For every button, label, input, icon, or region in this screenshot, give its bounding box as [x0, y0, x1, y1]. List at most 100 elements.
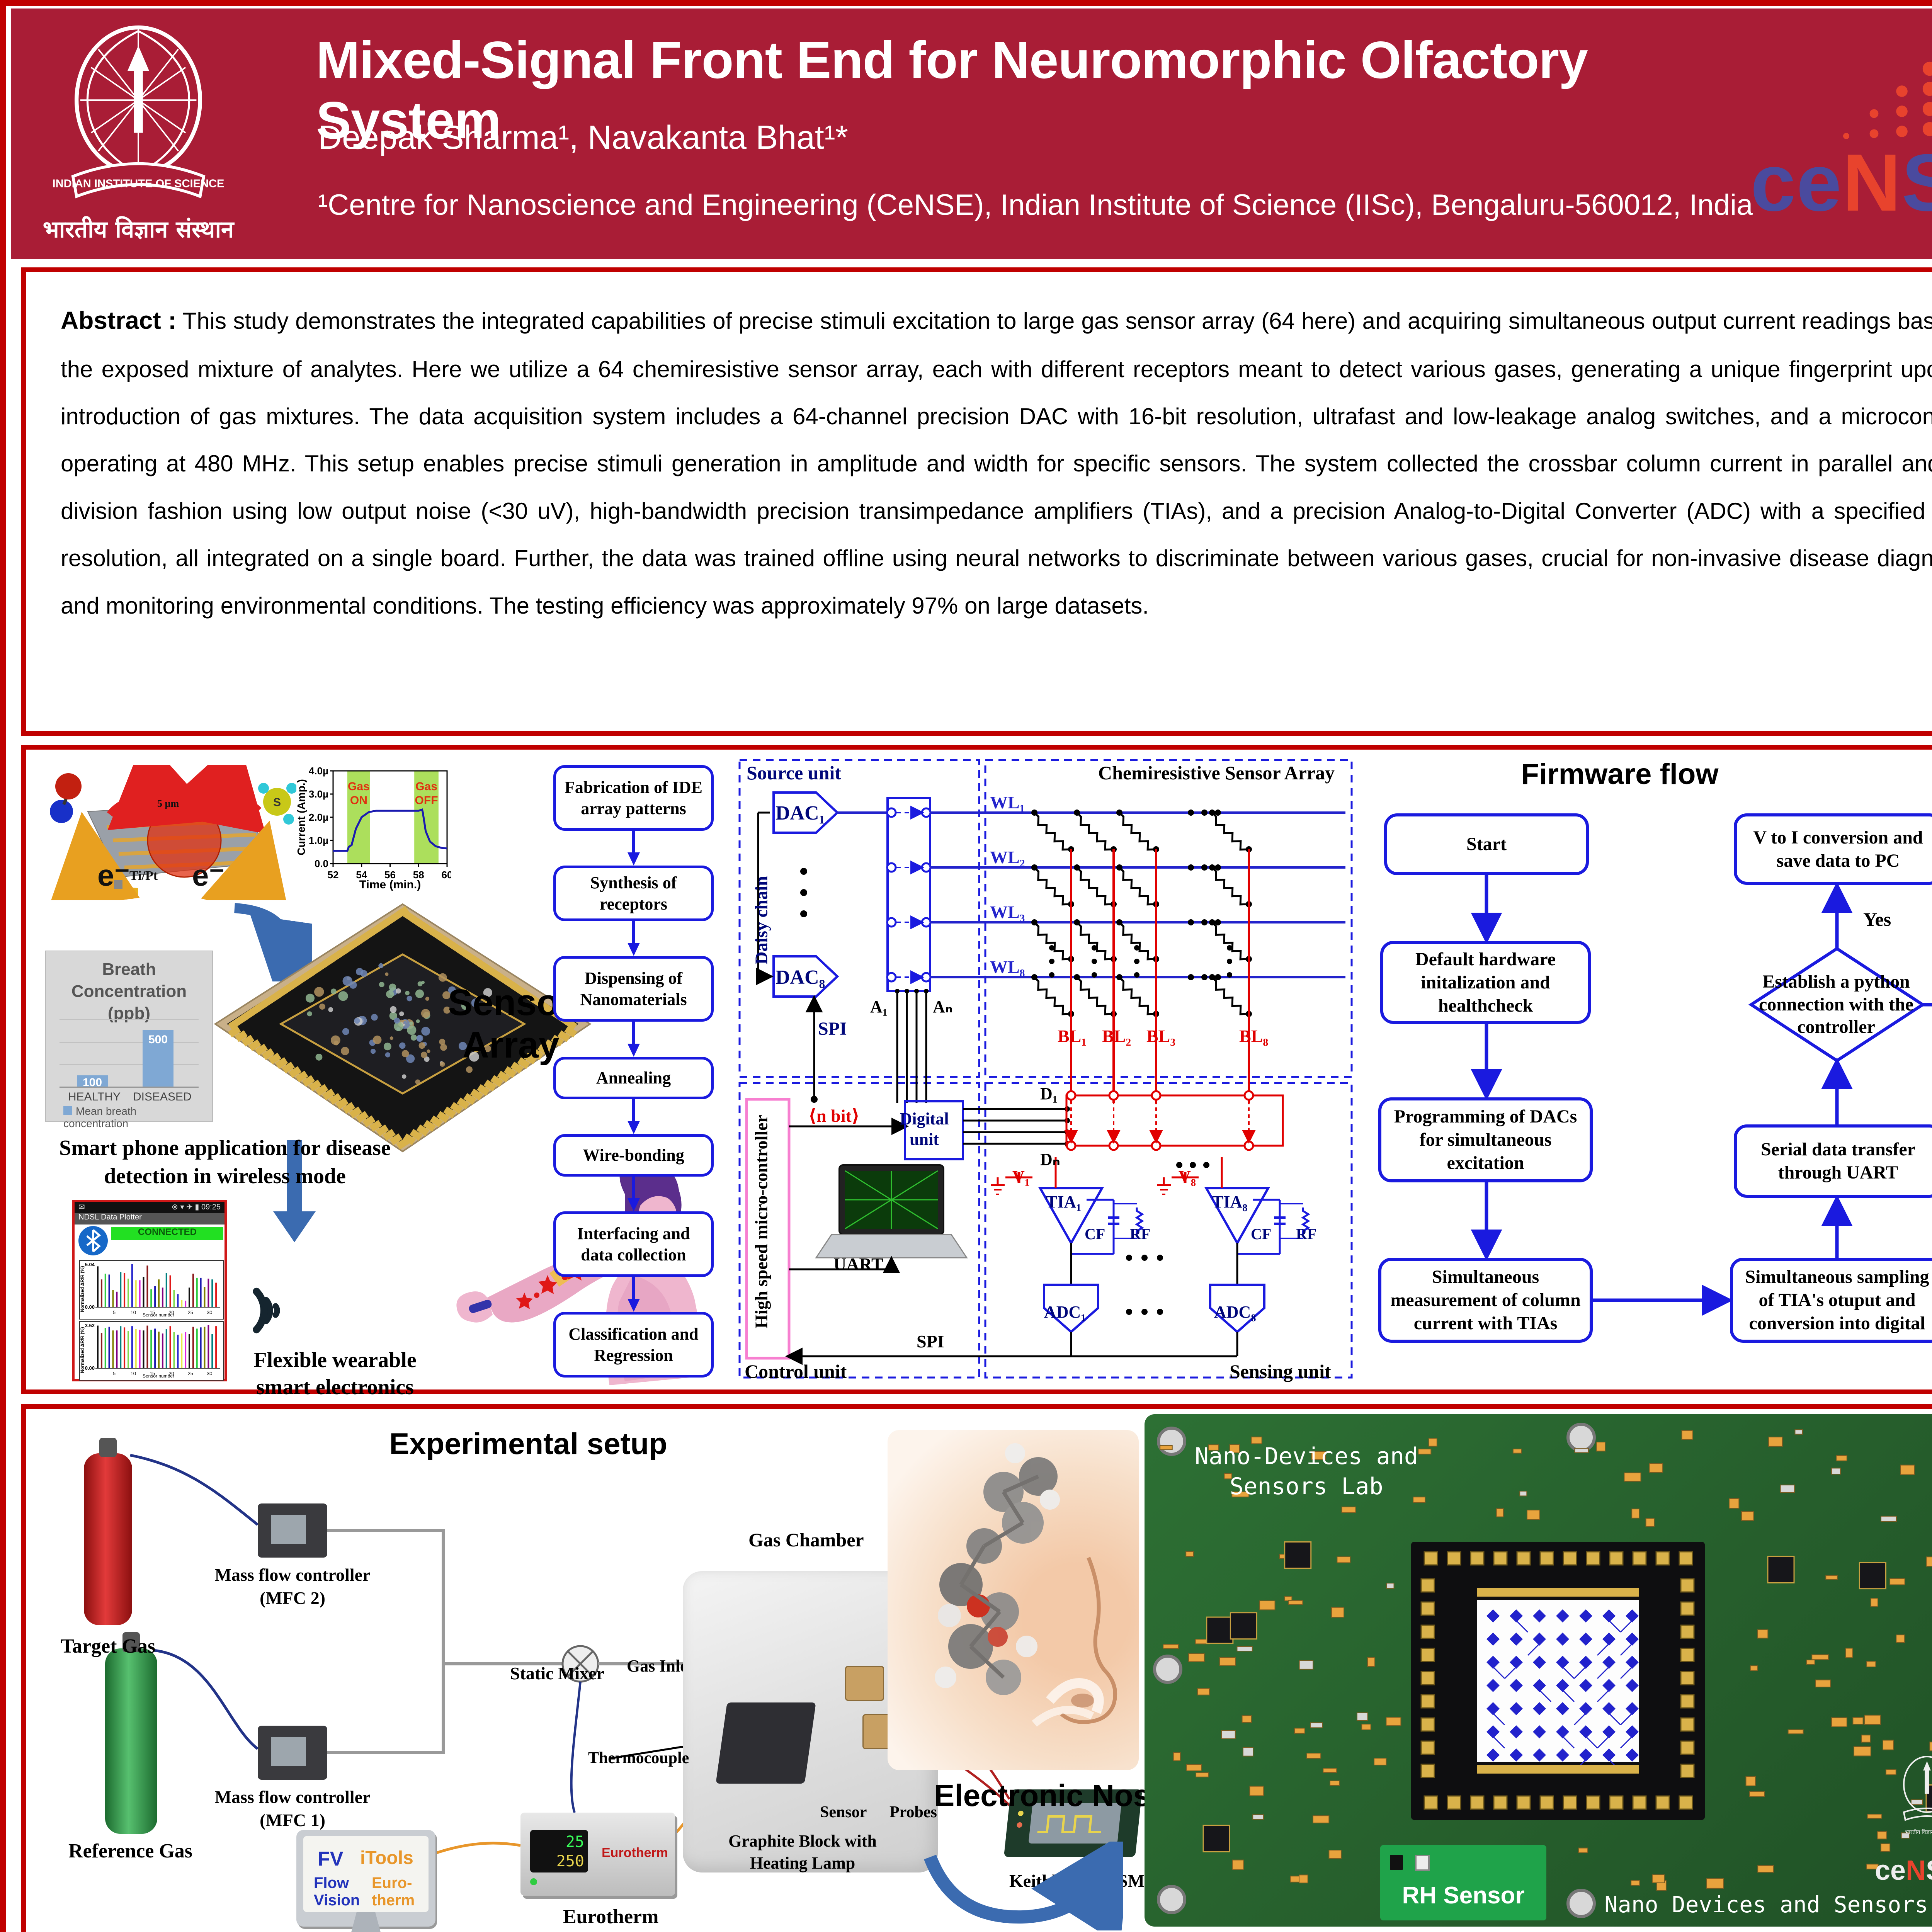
svg-text:5: 5	[113, 1371, 116, 1376]
gas-chamber-label: Gas Chamber	[748, 1529, 864, 1551]
breath-x-label: HEALTHY	[68, 1090, 121, 1103]
experimental-title: Experimental setup	[389, 1427, 667, 1461]
pcb-iisc-hindi: भारतीय विज्ञान संस्थान	[1905, 1829, 1932, 1835]
svg-text:ON: ON	[350, 794, 367, 807]
reference-gas-label: Reference Gas	[68, 1840, 193, 1862]
svg-text:30: 30	[207, 1371, 212, 1376]
phone-mail-icon: ✉	[78, 1203, 85, 1211]
static-mixer-label: Static Mixer	[510, 1663, 604, 1683]
mfc1-device	[258, 1726, 327, 1780]
svg-text:54: 54	[356, 869, 367, 881]
svg-text:1.0µ: 1.0µ	[309, 835, 328, 846]
flowvision-monitor: FV iTools Flow Vision Euro- therm	[296, 1830, 435, 1932]
svg-text:4.0µ: 4.0µ	[309, 765, 328, 777]
electronic-nose-label: Electronic Nose	[934, 1778, 1168, 1813]
circuit-v1-label: V₁	[1012, 1167, 1030, 1186]
mfc1-label: Mass flow controller (MFC 1)	[214, 1787, 371, 1830]
fab-flow-step: Synthesis of receptors	[553, 866, 714, 922]
pcb-cense-logo: ceNSE	[1875, 1855, 1932, 1886]
firmware-decision-diamond: Establish a python connection with the c…	[1759, 971, 1913, 1037]
svg-text:5.04: 5.04	[85, 1262, 95, 1267]
phone-connected-badge[interactable]: CONNECTED	[111, 1227, 223, 1240]
cense-dots-icon	[1843, 61, 1932, 139]
tipt-label: Ti/Pt	[129, 869, 158, 883]
svg-text:25: 25	[188, 1371, 193, 1376]
svg-text:3.52: 3.52	[85, 1323, 95, 1328]
header-banner: INDIAN INSTITUTE OF SCIENCE भारतीय विज्ञ…	[11, 9, 1932, 259]
pcb-lab-text-bottom: Nano Devices and Sensors Lab	[1604, 1891, 1932, 1918]
fab-flow-arrow	[553, 921, 714, 956]
e-minus-left: e⁻	[97, 858, 130, 892]
sensor-array-label-1: Sensor	[448, 982, 574, 1023]
svg-text:25: 25	[188, 1310, 193, 1315]
breath-bar-value: 100	[82, 1076, 102, 1089]
sensor-label: Sensor	[820, 1803, 867, 1821]
fab-flow-arrow	[553, 1176, 714, 1211]
thermocouple-label: Thermocouple	[588, 1749, 689, 1767]
sensor-array-photo	[214, 903, 592, 1153]
svg-text:Sensor number: Sensor number	[143, 1373, 174, 1378]
circuit-dac8-label: DAC₈	[776, 966, 825, 988]
eurotherm-display-value2: 250	[556, 1852, 584, 1870]
firmware-title: Firmware flow	[1521, 758, 1719, 791]
breath-legend: Mean breath concentration	[63, 1105, 137, 1129]
target-gas-cylinder	[84, 1453, 132, 1625]
firmware-start-box: Start	[1384, 813, 1589, 875]
circuit-mcu-label: High speed micro-controller	[751, 1115, 771, 1328]
firmware-prog-box: Programming of DACs for simultaneous exc…	[1378, 1097, 1593, 1182]
experimental-panel: Experimental setup Target Gas Reference …	[21, 1404, 1932, 1932]
graphite-label: Graphite Block with Heating Lamp	[728, 1832, 877, 1873]
smartphone-caption: Smart phone application for disease dete…	[59, 1136, 391, 1188]
fab-flow-arrow	[553, 1022, 714, 1057]
iisc-hindi-header: भारतीय विज्ञान संस्थान	[43, 216, 234, 243]
circuit-spi-label: SPI	[818, 1019, 847, 1039]
pcb-photo: Nano-Devices and Sensors Lab RH Sensor N…	[1145, 1414, 1932, 1927]
svg-text:56: 56	[384, 869, 396, 881]
fab-flow-step: Wire-bonding	[553, 1134, 714, 1177]
abstract-panel: Abstract : This study demonstrates the i…	[21, 267, 1932, 736]
bluetooth-icon[interactable]	[78, 1225, 109, 1256]
circuit-wl1-label: WL₁	[990, 793, 1025, 812]
circuit-adc1-label: ADC₁	[1044, 1303, 1086, 1321]
circuit-dn-label: Dₙ	[1040, 1150, 1060, 1169]
firmware-yes-label: Yes	[1863, 908, 1891, 930]
scalebar-label: 5 µm	[157, 798, 179, 809]
svg-text:S: S	[273, 796, 281, 809]
curved-arrow-down-icon	[234, 903, 312, 981]
svg-text:10: 10	[131, 1310, 136, 1315]
circuit-d1-label: D₁	[1040, 1084, 1058, 1103]
svg-text:0.00: 0.00	[85, 1304, 95, 1310]
graphite-block	[716, 1702, 816, 1784]
reference-gas-cap	[122, 1632, 140, 1652]
circuit-an-label: Aₙ	[933, 997, 953, 1016]
vision-text: Vision	[314, 1892, 360, 1909]
svg-text:60: 60	[442, 869, 451, 881]
circuit-wl2-label: WL₂	[990, 847, 1025, 867]
wireless-signal-icon	[253, 1287, 280, 1333]
svg-text:15: 15	[150, 1371, 155, 1376]
circuit-rf1-label: RF	[1130, 1225, 1151, 1243]
circuit-spi2-label: SPI	[917, 1332, 944, 1351]
fab-flow-arrow	[553, 831, 714, 866]
svg-text:15: 15	[150, 1310, 155, 1315]
fv-text: FV	[318, 1848, 344, 1870]
fab-flow-step: Dispensing of Nanomaterials	[553, 956, 714, 1022]
phone-status-icons: ⊗ ▾ ✈ ▮	[172, 1203, 199, 1211]
phone-app-title: NDSL Data Plotter	[75, 1213, 224, 1225]
circuit-diagram: Source unit Chemiresistive Sensor Array …	[735, 755, 1357, 1383]
sensor-cube-1	[845, 1666, 884, 1701]
e-minus-right: e⁻	[192, 858, 225, 892]
flexible-caption: Flexible wearable smart electronics	[253, 1348, 417, 1399]
gas-inlet-label: Gas Inlet	[627, 1656, 694, 1675]
svg-text:3.0µ: 3.0µ	[309, 788, 328, 800]
pcb-iisc-emblem: भारतीय विज्ञान संस्थान	[1903, 1756, 1932, 1835]
svg-text:20: 20	[168, 1310, 174, 1315]
svg-text:0.00: 0.00	[85, 1365, 95, 1371]
circuit-daisy-chain-label: Daisy chain	[751, 876, 771, 964]
firmware-samp-box: Simultaneous sampling of TIA's otuput an…	[1730, 1258, 1932, 1343]
circuit-bl8-label: BL₈	[1239, 1026, 1269, 1046]
down-arrow-icon	[273, 1140, 316, 1242]
svg-text:OFF: OFF	[415, 794, 438, 807]
